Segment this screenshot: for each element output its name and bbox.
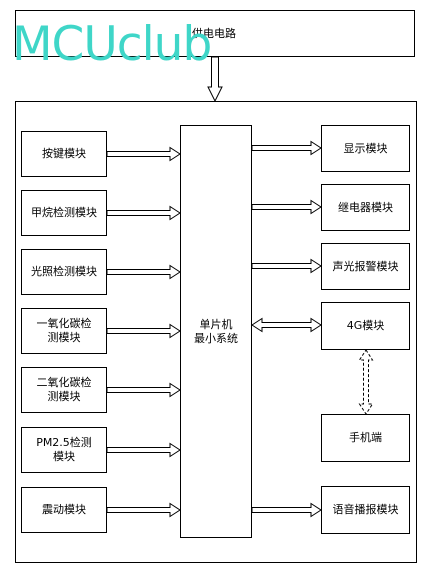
output-module-label: 语音播报模块 <box>332 503 399 516</box>
system-frame <box>15 101 417 563</box>
output-module-label: 4G模块 <box>346 319 385 332</box>
input-module-label: 按键模块 <box>42 147 86 160</box>
arrow-light-to-mcu <box>106 264 181 280</box>
input-module-co2: 二氧化碳检测模块 <box>21 367 107 413</box>
mcu-label-line1: 单片机 <box>199 317 233 331</box>
output-module-label: 显示模块 <box>343 141 388 155</box>
input-module-label: PM2.5检测模块 <box>36 436 92 463</box>
phone-box: 手机端 <box>321 414 410 462</box>
mcuclub-watermark: MCUclub <box>12 17 212 72</box>
arrow-pm25-to-mcu <box>106 442 181 458</box>
input-module-label: 光照检测模块 <box>31 265 97 278</box>
phone-label: 手机端 <box>349 431 382 444</box>
arrow-vibration-to-mcu <box>106 502 181 518</box>
arrow-key-to-mcu <box>106 146 181 162</box>
arrow-mcu-to-voice <box>251 502 322 518</box>
input-module-label: 一氧化碳检测模块 <box>36 317 92 344</box>
output-module-voice: 语音播报模块 <box>321 486 410 534</box>
output-module-relay: 继电器模块 <box>321 184 410 231</box>
input-module-co: 一氧化碳检测模块 <box>21 308 107 354</box>
input-module-vibration: 震动模块 <box>21 487 107 533</box>
output-module-4g: 4G模块 <box>321 302 410 350</box>
mcu-box: 单片机 最小系统 <box>180 125 252 538</box>
arrow-mcu-to-relay <box>251 199 322 215</box>
input-module-label: 震动模块 <box>42 503 86 516</box>
output-module-alarm: 声光报警模块 <box>321 243 410 290</box>
arrow-mcu-4g-bidirectional <box>251 317 322 333</box>
arrow-methane-to-mcu <box>106 205 181 221</box>
input-module-pm25: PM2.5检测模块 <box>21 427 107 473</box>
mcu-label-line2: 最小系统 <box>194 331 238 345</box>
output-module-label: 继电器模块 <box>338 200 393 214</box>
input-module-light: 光照检测模块 <box>21 249 107 295</box>
arrow-4g-phone-wireless <box>358 349 374 415</box>
arrow-mcu-to-display <box>251 140 322 156</box>
output-module-label: 声光报警模块 <box>332 259 399 273</box>
input-module-label: 甲烷检测模块 <box>31 206 97 219</box>
input-module-methane: 甲烷检测模块 <box>21 190 107 236</box>
power-supply-label: 供电电路 <box>192 26 236 40</box>
arrow-co2-to-mcu <box>106 382 181 398</box>
output-module-display: 显示模块 <box>321 125 410 172</box>
power-down-arrow <box>207 56 223 103</box>
arrow-co-to-mcu <box>106 323 181 339</box>
arrow-mcu-to-alarm <box>251 258 322 274</box>
input-module-label: 二氧化碳检测模块 <box>36 376 92 403</box>
